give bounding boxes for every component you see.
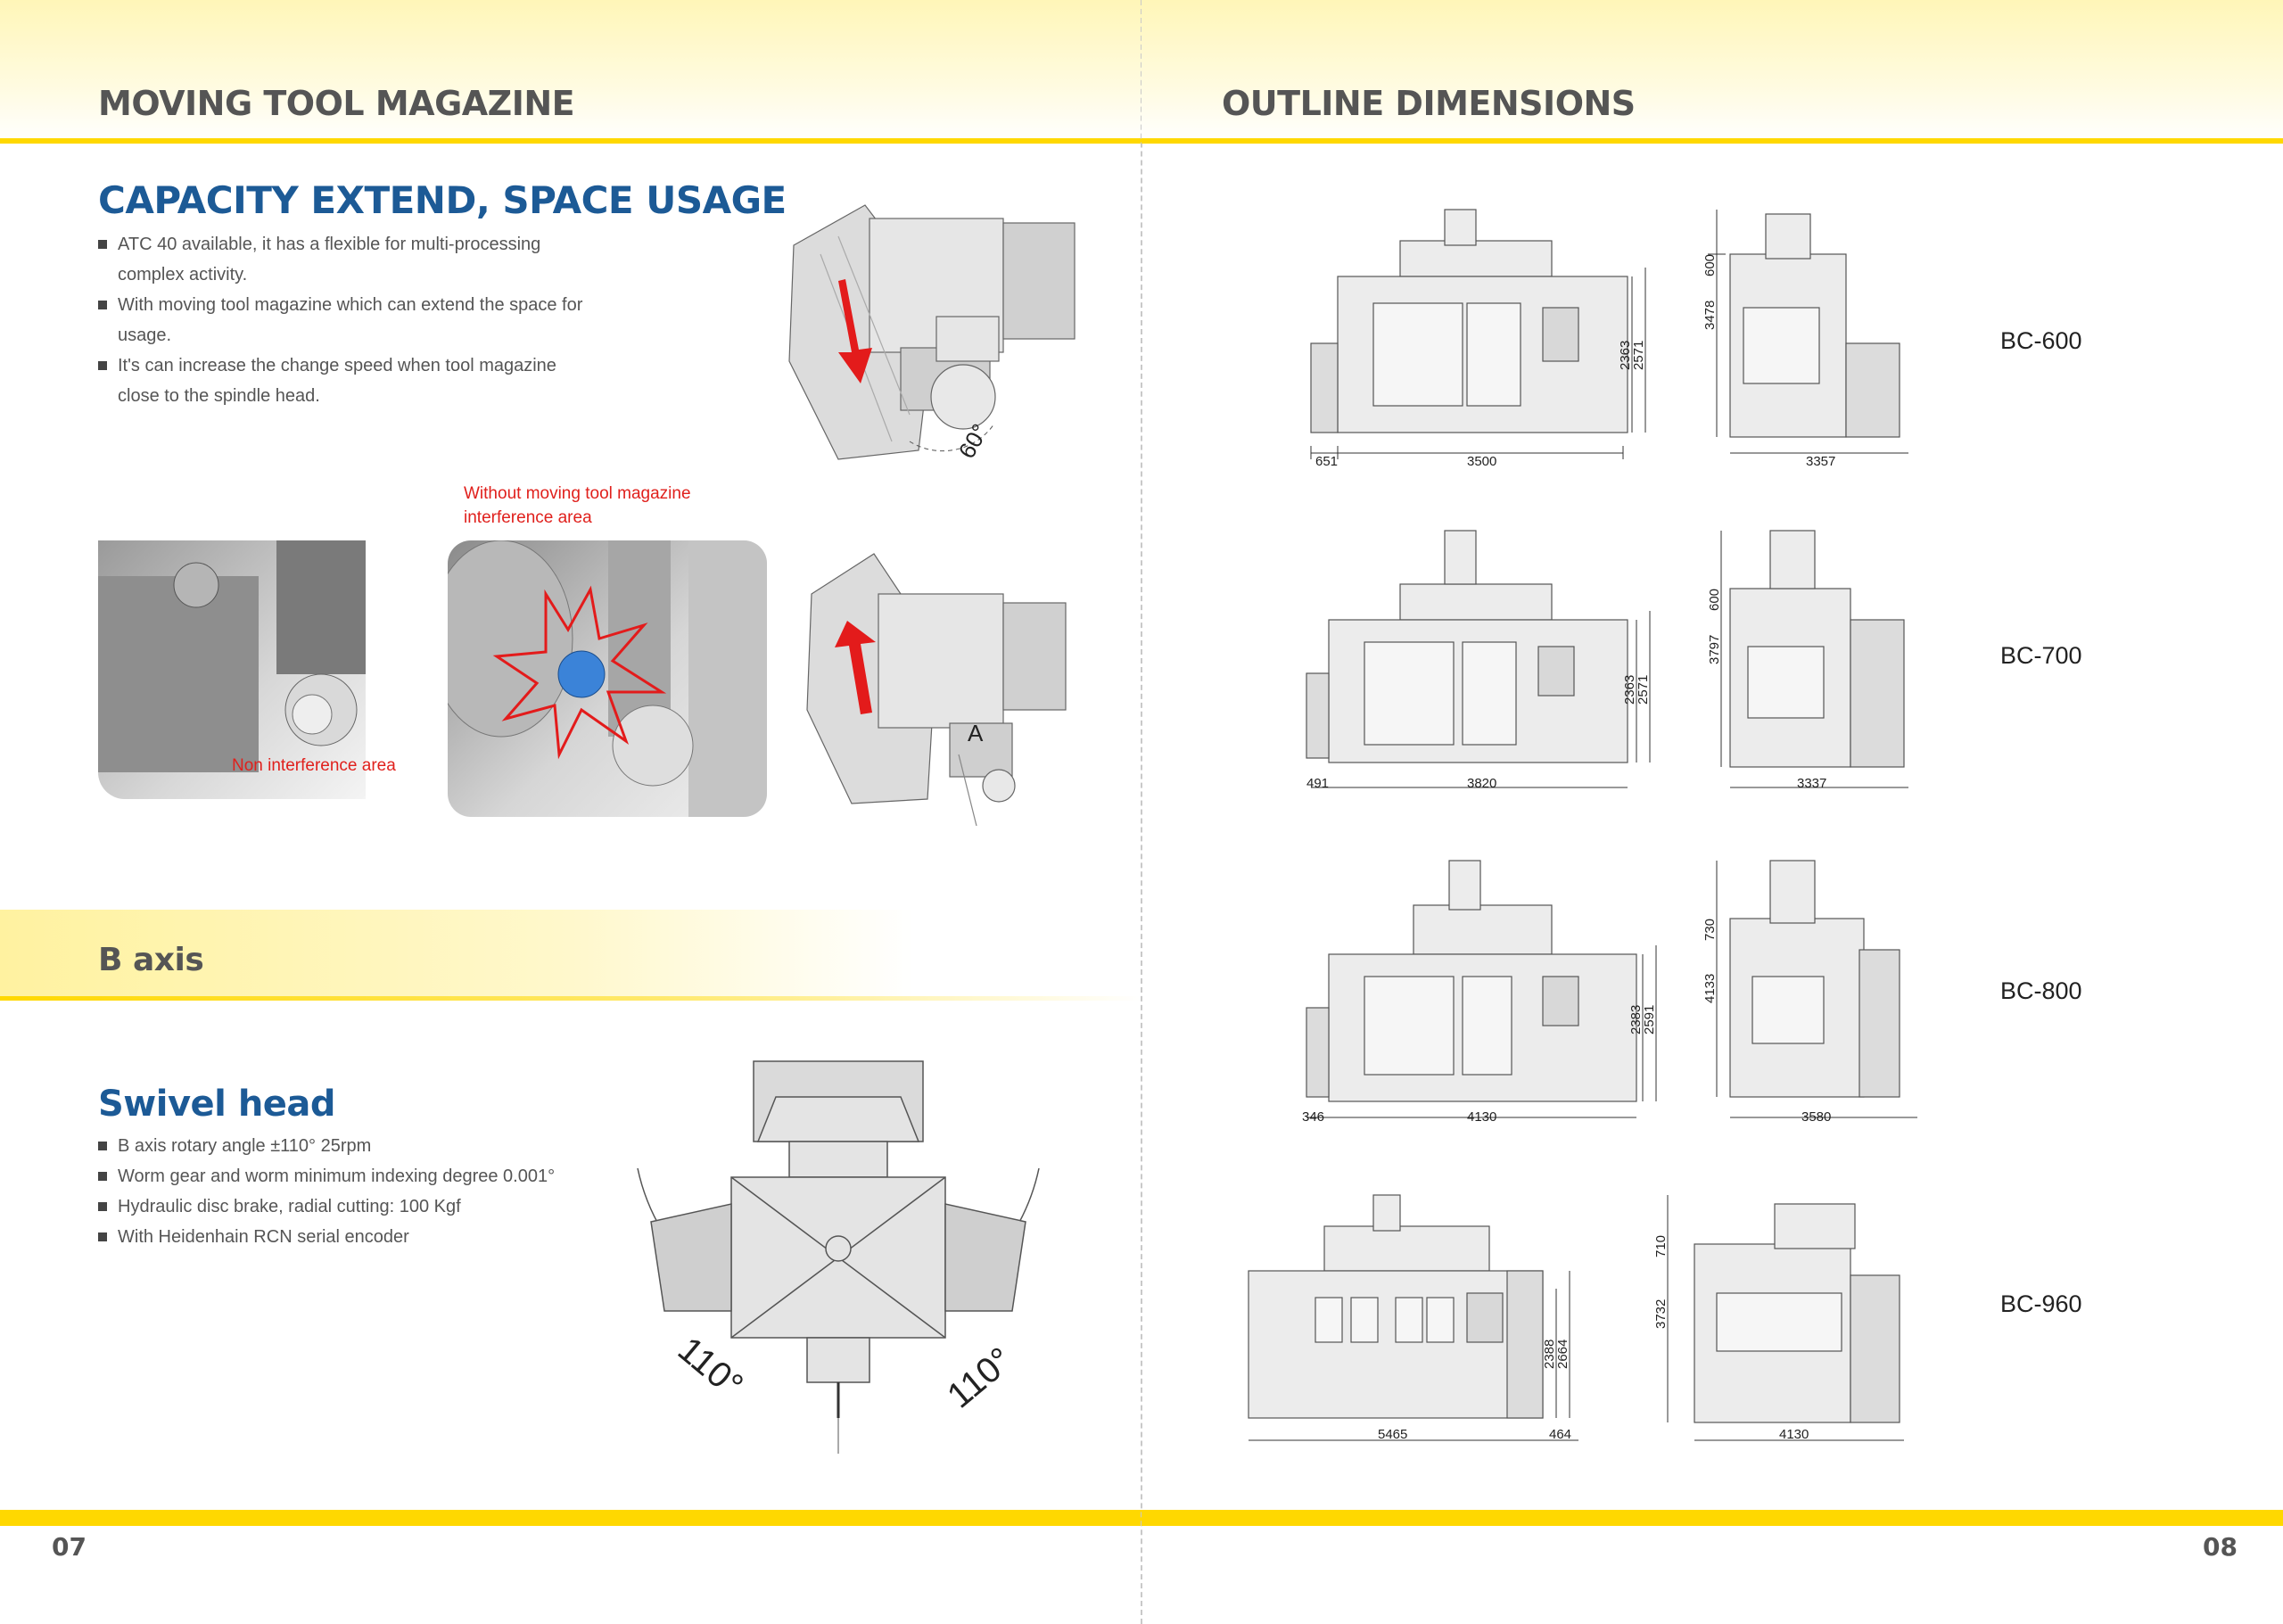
bc700-dim-side-width: 3337 [1797,776,1826,791]
bc600-dim-front-width: 3500 [1467,454,1496,468]
model-label-bc600: BC-600 [2000,327,2082,354]
capacity-bullet-list: ATC 40 available, it has a flexible for … [98,229,598,411]
bc800-dim-front-left: 346 [1302,1109,1324,1125]
model-label-bc800: BC-800 [2000,977,2082,1004]
bc960-dim-side-top: 710 [1653,1235,1669,1257]
section-title-outline-dimensions: OUTLINE DIMENSIONS [1222,84,1636,123]
non-interference-label: Non interference area [232,756,396,775]
bc600-dim-side-height: 3478 [1702,301,1718,330]
bc800-drawing: 346 4130 2383 2591 730 4133 3580 [1302,860,1917,1125]
b-axis-title: B axis [98,942,204,978]
bc800-dim-front-width: 4130 [1467,1109,1496,1125]
bc700-dim-side-top: 600 [1707,589,1722,611]
list-item: It's can increase the change speed when … [98,350,598,411]
bc700-dim-front-left: 491 [1306,776,1329,791]
bc700-dim-h2: 2571 [1636,675,1651,705]
section-title-moving-tool-magazine: MOVING TOOL MAGAZINE [98,84,575,123]
magazine-retracted-drawing: A [806,553,1067,827]
bc600-dim-h1: 2363 [1618,341,1633,370]
swivel-bullet-list: B axis rotary angle ±110° 25rpm Worm gea… [98,1131,651,1252]
list-item: Hydraulic disc brake, radial cutting: 10… [98,1191,651,1222]
b-axis-rule [0,996,1142,1001]
page-left: MOVING TOOL MAGAZINE CAPACITY EXTEND, SP… [0,0,1142,1562]
bc600-dim-h2: 2571 [1631,341,1646,370]
bc960-dim-front-right: 464 [1549,1427,1571,1442]
header-rule [1142,138,2283,144]
magazine-extended-drawing: 60° [788,204,1076,463]
bc800-dim-side-width: 3580 [1801,1109,1831,1125]
page-spine [1141,0,1142,1624]
bc700-drawing: 491 3820 2363 2571 600 3797 3337 [1306,530,1908,791]
bc600-dim-side-width: 3357 [1806,454,1835,468]
non-interference-image [98,540,366,799]
arrow-down-icon [838,279,872,383]
model-label-bc700: BC-700 [2000,642,2082,669]
page-number-right: 08 [2203,1532,2238,1562]
model-label-bc960: BC-960 [2000,1290,2082,1317]
page-number-left: 07 [52,1532,87,1562]
list-item: With Heidenhain RCN serial encoder [98,1222,651,1252]
list-item: ATC 40 available, it has a flexible for … [98,229,598,290]
arrow-up-icon [835,621,876,714]
page-right: OUTLINE DIMENSIONS 651 3500 2363 2571 [1142,0,2283,1624]
bc960-drawing: 5465 464 2388 2664 710 3732 4130 [1248,1194,1904,1442]
footer-rule [1142,1510,2283,1526]
bc960-dim-side-width: 4130 [1779,1427,1809,1442]
bc600-dim-side-top: 600 [1702,254,1718,276]
b-axis-band [0,910,1142,1001]
bc700-dim-front-width: 3820 [1467,776,1496,791]
angle-left-label: 110° [671,1330,750,1406]
footer-rule [0,1510,1142,1526]
bc600-dim-front-left: 651 [1315,454,1338,468]
bc800-dim-h2: 2591 [1642,1005,1657,1035]
bc800-dim-side-top: 730 [1702,919,1718,941]
header-band [1142,0,2283,143]
swivel-head-title: Swivel head [98,1084,336,1125]
bc960-dim-h1: 2388 [1542,1340,1557,1369]
bc700-dim-h1: 2363 [1622,675,1637,705]
angle-right-label: 110° [940,1340,1019,1416]
capacity-title: CAPACITY EXTEND, SPACE USAGE [98,178,787,222]
list-item: Worm gear and worm minimum indexing degr… [98,1161,651,1191]
header-rule [0,138,1142,144]
interference-image [448,540,767,817]
swivel-head-drawing: 110° 110° [637,1060,1040,1454]
point-a-label: A [968,720,984,746]
bc960-dim-h2: 2664 [1555,1340,1570,1369]
bc800-dim-h1: 2383 [1628,1005,1644,1035]
list-item: With moving tool magazine which can exte… [98,290,598,350]
bc800-dim-side-height: 4133 [1702,974,1718,1003]
bc700-dim-side-height: 3797 [1707,635,1722,664]
bc960-dim-front-width: 5465 [1378,1427,1407,1442]
header-band [0,0,1142,143]
bc600-drawing: 651 3500 2363 2571 600 3478 3357 [1310,209,1908,468]
bc960-dim-side-height: 3732 [1653,1299,1669,1329]
list-item: B axis rotary angle ±110° 25rpm [98,1131,651,1161]
